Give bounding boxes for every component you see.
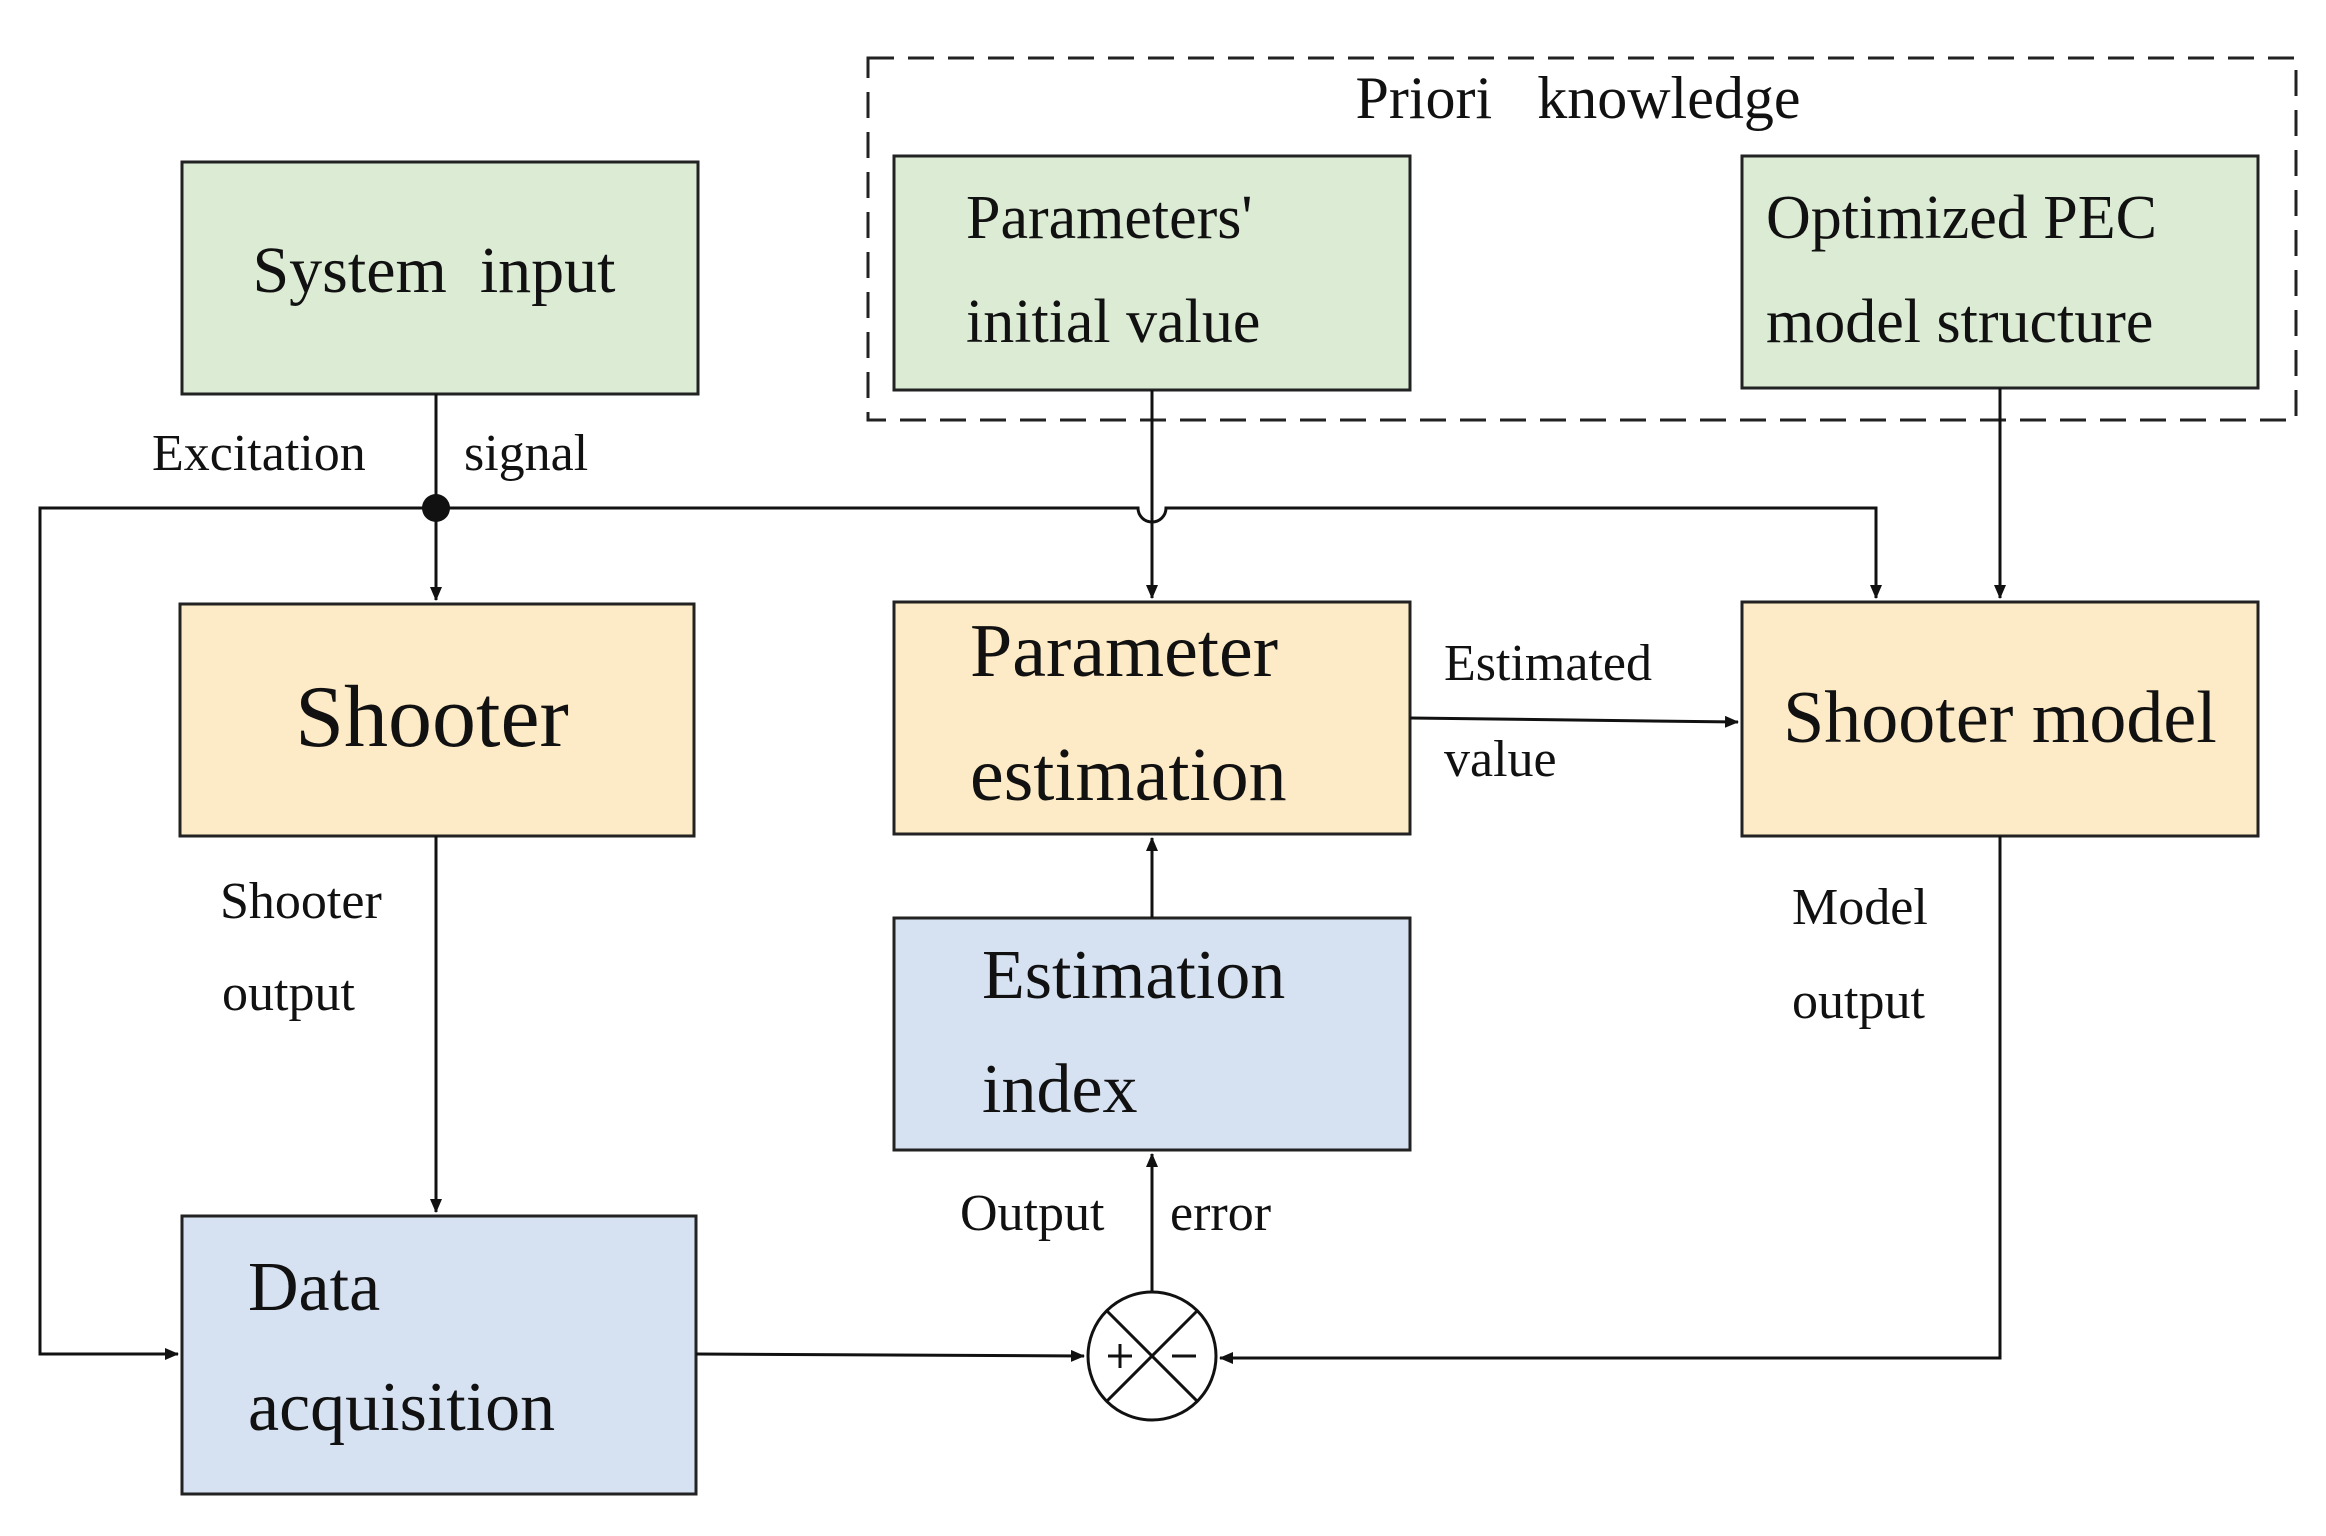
shooter-model-label: Shooter model <box>1783 677 2217 759</box>
estimation-index-line1: Estimation <box>982 937 1285 1014</box>
priori-knowledge-group <box>866 56 2298 422</box>
pec-model-structure-line2: model structure <box>1766 288 2153 356</box>
priori-knowledge-title: Priori knowledge <box>1356 65 1801 131</box>
shooter-box <box>178 602 696 838</box>
signal-to-shooter-model-arrow <box>436 506 1882 599</box>
data-acquisition-line2: acquisition <box>248 1369 555 1446</box>
value-label: value <box>1444 731 1557 788</box>
shooter-model-box <box>1740 600 2260 838</box>
data-to-summing-arrow <box>695 1349 1085 1362</box>
summing-junction <box>1086 1290 1218 1422</box>
estimated-value-arrow <box>1409 715 1739 728</box>
shooter-output-label-1: Shooter <box>220 873 382 930</box>
model-output-label-1: Model <box>1792 879 1928 936</box>
shooter-output-label-2: output <box>222 965 355 1022</box>
parameters-initial-value-box <box>892 154 1412 392</box>
model-output-to-summing-arrow <box>1219 836 2002 1364</box>
data-acquisition-box <box>180 1214 698 1496</box>
shooter-label: Shooter <box>295 669 569 766</box>
output-error-label-1: Output <box>960 1185 1105 1242</box>
parameter-estimation-box <box>892 600 1412 836</box>
parameters-initial-value-line1: Parameters' <box>966 184 1253 252</box>
estimated-label: Estimated <box>1444 635 1652 692</box>
data-acquisition-line1: Data <box>248 1249 380 1326</box>
system-input-label: System input <box>252 234 615 307</box>
excitation-label: Excitation <box>152 425 366 482</box>
pec-model-structure-line1: Optimized PEC <box>1766 184 2157 252</box>
signal-label: signal <box>464 425 588 482</box>
system-input-box <box>180 160 700 396</box>
model-output-label-2: output <box>1792 973 1925 1030</box>
parameters-initial-value-line2: initial value <box>966 288 1260 356</box>
estimation-index-line2: index <box>982 1051 1138 1128</box>
parameter-estimation-line1: Parameter <box>970 609 1278 693</box>
parameter-estimation-line2: estimation <box>970 733 1287 817</box>
output-error-label-2: error <box>1170 1185 1271 1242</box>
signal-to-data-acquisition-arrow <box>38 506 436 1360</box>
